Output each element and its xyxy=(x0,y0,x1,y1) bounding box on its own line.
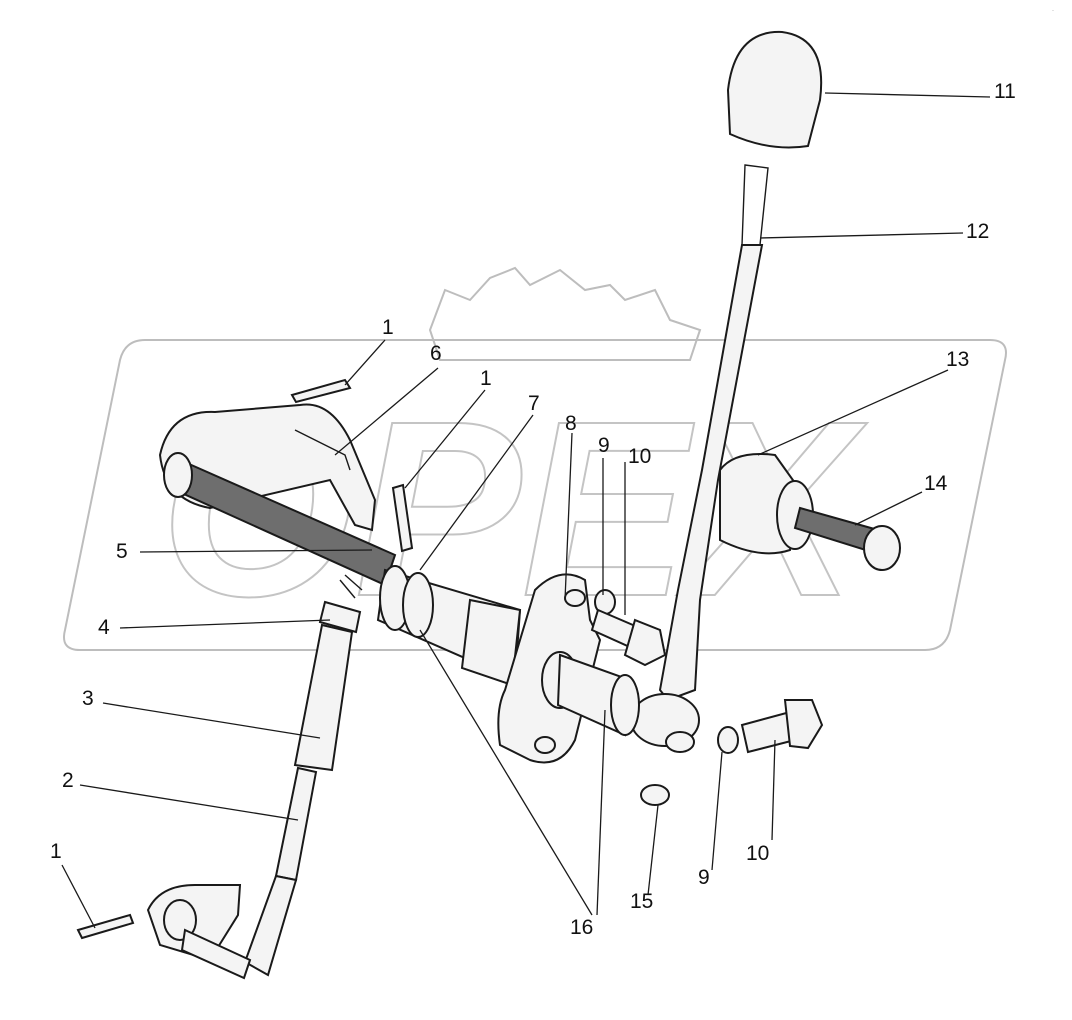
part-16-bushing xyxy=(541,651,640,737)
label-10-lower: 10 xyxy=(746,842,769,865)
part-9-washer-lower xyxy=(717,726,739,754)
part-14-screw xyxy=(793,506,901,571)
part-15-ring xyxy=(640,784,670,806)
part-labels: 1 6 1 7 8 9 10 11 12 13 14 5 4 3 2 1 16 … xyxy=(50,80,1016,939)
label-16: 16 xyxy=(570,916,593,939)
label-1-top: 1 xyxy=(382,316,394,339)
part-10-bolt-upper xyxy=(590,608,667,667)
part-2-rod xyxy=(243,766,318,977)
part-1-cotter-pin-bottom xyxy=(76,913,135,940)
part-10-bolt-lower xyxy=(740,699,824,754)
label-11: 11 xyxy=(994,80,1016,103)
watermark-gear xyxy=(428,266,702,361)
part-4-nut xyxy=(318,574,363,634)
part-1-cotter-pin-middle xyxy=(391,483,414,553)
label-15: 15 xyxy=(630,890,653,913)
part-7-sleeve-assembly xyxy=(376,565,522,687)
label-4: 4 xyxy=(98,616,110,639)
part-11-knob xyxy=(726,30,823,149)
label-13: 13 xyxy=(946,348,969,371)
label-5: 5 xyxy=(116,540,128,563)
label-2: 2 xyxy=(62,769,74,792)
part-12-lever xyxy=(630,164,769,753)
leader-lines xyxy=(61,92,991,929)
label-10-upper: 10 xyxy=(628,445,651,468)
label-9-lower: 9 xyxy=(698,866,710,889)
label-9-upper: 9 xyxy=(598,434,610,457)
part-1-cotter-pin-top xyxy=(290,378,352,404)
corner-mark: · xyxy=(1052,8,1054,14)
label-7: 7 xyxy=(528,392,540,415)
part-2-end-bracket xyxy=(146,884,252,980)
label-1-middle: 1 xyxy=(480,367,492,390)
label-12: 12 xyxy=(966,220,989,243)
label-8: 8 xyxy=(565,412,577,435)
label-3: 3 xyxy=(82,687,94,710)
label-14: 14 xyxy=(924,472,948,495)
label-1-bottom: 1 xyxy=(50,840,62,863)
lever-thread xyxy=(741,164,769,246)
label-6: 6 xyxy=(430,342,442,365)
flange-hole-bottom xyxy=(534,736,556,754)
part-13-sleeve xyxy=(719,453,814,555)
part-3-turnbuckle xyxy=(293,623,354,772)
flange-hole-top xyxy=(564,589,586,607)
